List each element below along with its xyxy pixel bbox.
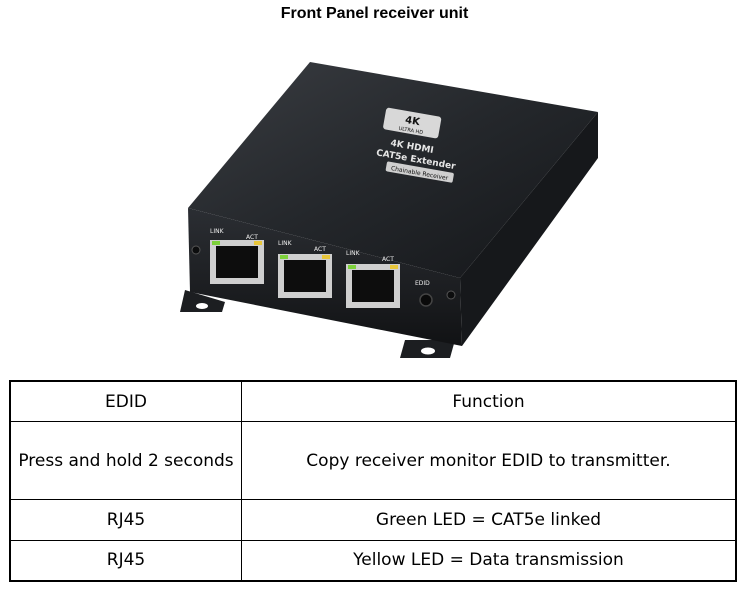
svg-text:ACT: ACT [246,234,258,241]
svg-text:LINK: LINK [346,250,361,257]
edid-function-table: EDID Function Press and hold 2 seconds C… [9,380,737,582]
header-edid: EDID [9,380,242,423]
side-face [460,112,598,346]
left-screw [191,245,201,255]
cell-function: Green LED = CAT5e linked [241,499,737,541]
cell-function: Yellow LED = Data transmission [241,539,737,582]
cell-edid: RJ45 [9,499,242,541]
badge-bottom: ULTRA HD [398,126,424,136]
svg-text:LINK: LINK [278,240,293,247]
header-function: Function [241,380,737,423]
cell-function: Copy receiver monitor EDID to transmitte… [241,421,737,501]
left-mounting-flange [180,290,225,312]
badge-top: 4K [404,115,422,129]
edid-button [419,293,433,307]
receiver-unit-photo: 4K ULTRA HD 4K HDMI CAT5e Extender Chain… [180,62,598,358]
table-row: RJ45 Yellow LED = Data transmission [9,539,737,582]
table-row: RJ45 Green LED = CAT5e linked [9,499,737,541]
table-header-row: EDID Function [9,380,737,423]
edid-label: EDID [415,280,430,287]
rj45-port-3: LINK ACT [346,250,400,308]
svg-text:LINK: LINK [210,228,225,235]
svg-text:ACT: ACT [314,246,326,253]
table-row: Press and hold 2 seconds Copy receiver m… [9,421,737,501]
page-title: Front Panel receiver unit [280,5,469,22]
subtitle-strip [385,161,454,183]
cell-edid: Press and hold 2 seconds [9,421,242,501]
svg-text:ACT: ACT [382,256,394,263]
right-screw [446,290,456,300]
cell-edid: RJ45 [9,539,242,582]
rj45-port-2: LINK ACT [278,240,332,298]
4k-badge [383,107,442,139]
rj45-port-1: LINK ACT [210,228,264,284]
